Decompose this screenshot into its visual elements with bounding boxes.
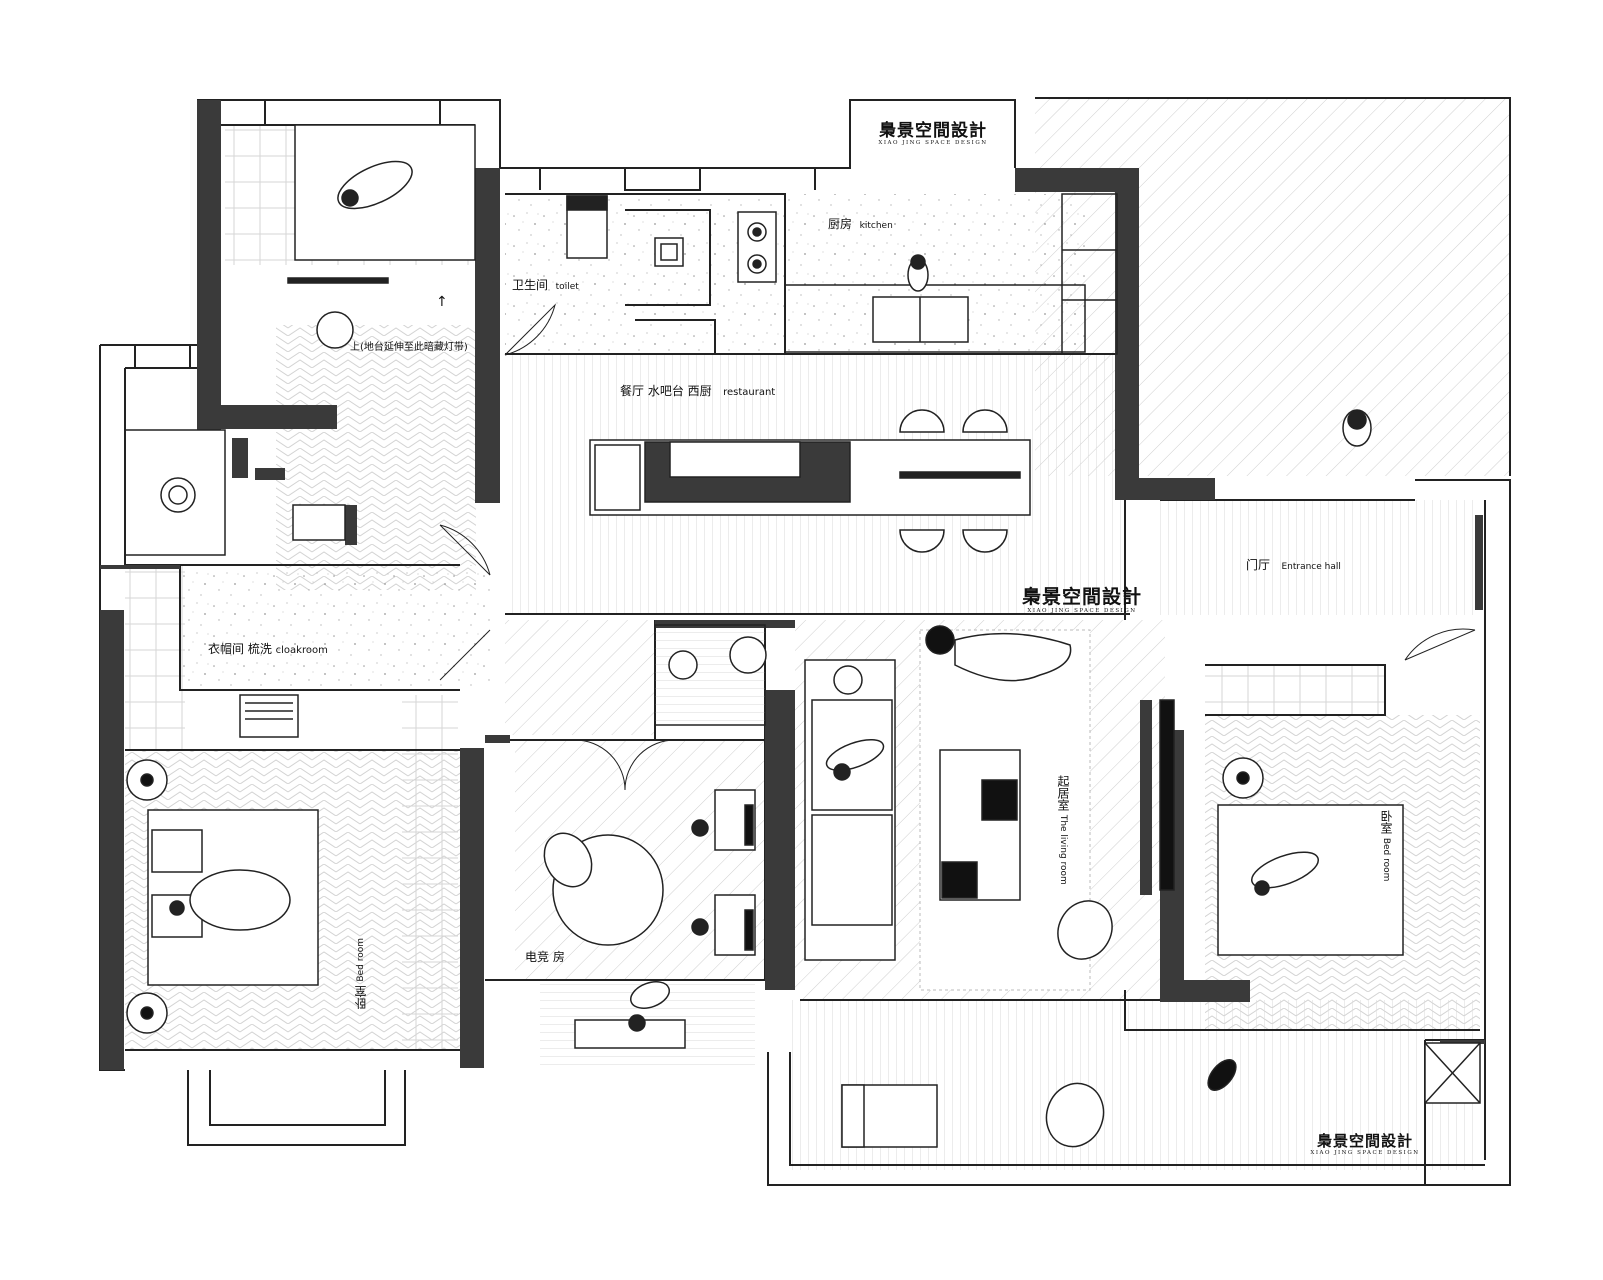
bedroom-right-label-zh: 卧室 — [1379, 810, 1393, 834]
kitchen-fixtures — [566, 193, 1118, 355]
bedroom-right-label-en: Bed room — [1381, 837, 1391, 882]
kitchen-label: 厨房 kitchen — [828, 215, 893, 232]
dining-island — [589, 409, 1031, 553]
left-bedroom-grid — [125, 565, 185, 750]
stair-note: 上(地台延伸至此暗藏灯带) — [350, 342, 468, 353]
brand-en: XIAO JING SPACE DESIGN — [1310, 1150, 1420, 1156]
living-label: 起居室 The living room — [1055, 775, 1072, 885]
brand-en: XIAO JING SPACE DESIGN — [878, 140, 988, 146]
stair-floor — [276, 325, 476, 590]
kitchen-label-zh: 厨房 — [828, 217, 853, 231]
brand-center: 梟景空間設計 XIAO JING SPACE DESIGN — [1002, 582, 1162, 614]
cloakroom-label-zh: 衣帽间 梳洗 — [208, 642, 272, 656]
brand-zh: 梟景空間設計 — [879, 121, 987, 141]
toilet-label: 卫生间 toilet — [512, 276, 579, 293]
entrance-label-en: Entrance hall — [1281, 562, 1341, 572]
corridor-floor — [505, 620, 655, 735]
entrance-floor — [1160, 500, 1480, 615]
toilet-label-en: toilet — [555, 282, 579, 292]
stair-up-arrow: ↑ — [436, 294, 448, 310]
left-wardrobe — [402, 695, 458, 1050]
people-figures — [169, 160, 1372, 1032]
door-swings — [439, 303, 1476, 791]
brand-top: 梟景空間設計 XIAO JING SPACE DESIGN — [858, 116, 1008, 146]
entrance-label-zh: 门厅 — [1246, 558, 1271, 572]
thick-walls — [100, 100, 1485, 1070]
cloakroom-floor — [180, 565, 490, 690]
living-label-zh: 起居室 — [1056, 775, 1070, 811]
brand-zh: 梟景空間設計 — [1316, 1132, 1413, 1150]
right-bedroom-grid — [1205, 665, 1385, 715]
brand-zh: 梟景空間設計 — [1021, 586, 1142, 608]
brand-en: XIAO JING SPACE DESIGN — [1027, 608, 1137, 614]
brand-bottom: 梟景空間設計 XIAO JING SPACE DESIGN — [1305, 1130, 1425, 1156]
cloakroom-label-en: cloakroom — [275, 645, 328, 656]
toilet-label-zh: 卫生间 — [512, 278, 549, 292]
thin-walls — [99, 97, 1511, 1186]
living-label-en: The living room — [1058, 814, 1068, 885]
cloakroom-label: 衣帽间 梳洗 cloakroom — [208, 640, 328, 657]
bedroom-left-label-en: Bed room — [356, 938, 366, 982]
bedroom-right-label: 卧室 Bed room — [1378, 810, 1395, 881]
entrance-label: 门厅 Entrance hall — [1246, 556, 1341, 573]
kitchen-label-en: kitchen — [859, 221, 893, 231]
bedroom-left-label: 卧室 Bed room — [352, 938, 369, 1009]
restaurant-label: 餐厅 水吧台 西厨 restaurant — [620, 382, 775, 399]
restaurant-label-en: restaurant — [723, 387, 776, 398]
living-furniture — [804, 625, 1481, 1148]
restaurant-label-zh: 餐厅 水吧台 西厨 — [620, 384, 712, 398]
esports-label: 电竞 房 — [525, 950, 565, 964]
bedroom-left-label-zh: 卧室 — [354, 985, 368, 1010]
